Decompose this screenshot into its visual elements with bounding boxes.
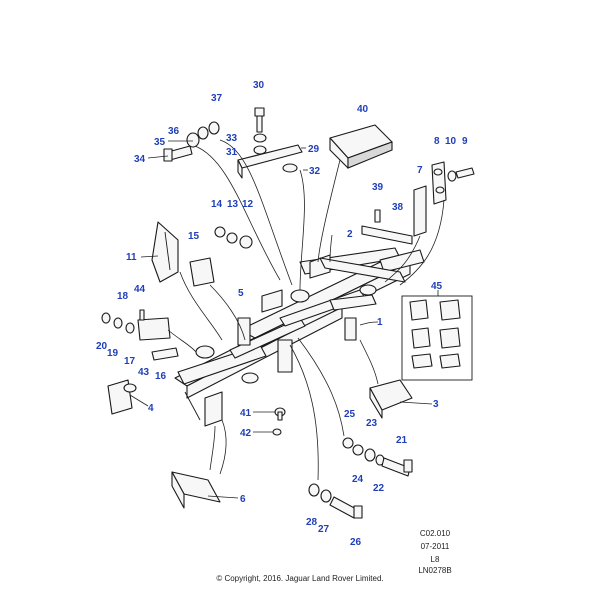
callout-34: 34 — [134, 154, 146, 165]
callout-10: 10 — [445, 136, 457, 147]
callout-43: 43 — [138, 367, 150, 378]
callout-32: 32 — [309, 166, 321, 177]
callout-12: 12 — [242, 199, 254, 210]
callout-2: 2 — [347, 229, 353, 240]
callout-19: 19 — [107, 348, 119, 359]
mount-plate-3 — [369, 379, 413, 419]
leader-lines — [129, 139, 445, 499]
mount-plate-6 — [171, 471, 221, 509]
callout-27: 27 — [318, 524, 330, 535]
callout-17: 17 — [124, 356, 136, 367]
callout-37: 37 — [211, 93, 223, 104]
callout-36: 36 — [168, 126, 180, 137]
hardware-top — [163, 107, 267, 162]
callout-28: 28 — [306, 517, 318, 528]
callout-35: 35 — [154, 137, 166, 148]
upper-bracket — [237, 144, 303, 179]
callout-25: 25 — [344, 409, 356, 420]
callout-20: 20 — [96, 341, 108, 352]
callout-29: 29 — [308, 144, 320, 155]
callout-labels: 1 2 3 4 5 6 7 8 9 10 11 12 13 14 15 16 1… — [96, 80, 468, 548]
left-bracket — [151, 221, 179, 283]
callout-42: 42 — [240, 428, 252, 439]
callout-31: 31 — [226, 147, 238, 158]
model-code: L8 — [430, 555, 440, 564]
revision-date: 07-2011 — [420, 542, 450, 551]
cover-plate — [329, 124, 393, 169]
left-fasteners — [101, 309, 179, 361]
callout-14: 14 — [211, 199, 223, 210]
callout-3: 3 — [433, 399, 439, 410]
callout-38: 38 — [392, 202, 404, 213]
right-bracket-group — [413, 161, 475, 237]
lower-fasteners — [308, 437, 413, 519]
callout-13: 13 — [227, 199, 239, 210]
mount-bracket — [189, 226, 253, 287]
illustration-number: LN0278B — [418, 566, 452, 575]
callout-4: 4 — [148, 403, 154, 414]
callout-15: 15 — [188, 231, 200, 242]
callout-33: 33 — [226, 133, 238, 144]
callout-30: 30 — [253, 80, 265, 91]
callout-22: 22 — [373, 483, 385, 494]
callout-11: 11 — [126, 252, 137, 263]
callout-5: 5 — [238, 288, 244, 299]
front-crossmember — [319, 209, 413, 283]
callout-6: 6 — [240, 494, 246, 505]
callout-24: 24 — [352, 474, 364, 485]
rubber-buffer — [107, 379, 137, 415]
callout-8: 8 — [434, 136, 440, 147]
callout-9: 9 — [462, 136, 468, 147]
reference-code: C02.010 — [419, 529, 451, 538]
callout-18: 18 — [117, 291, 129, 302]
callout-45: 45 — [431, 281, 443, 292]
callout-7: 7 — [417, 165, 423, 176]
callout-21: 21 — [396, 435, 408, 446]
callout-41: 41 — [240, 408, 252, 419]
callout-16: 16 — [155, 371, 167, 382]
callout-44: 44 — [134, 284, 146, 295]
callout-39: 39 — [372, 182, 384, 193]
callout-23: 23 — [366, 418, 378, 429]
copyright-notice: © Copyright, 2016. Jaguar Land Rover Lim… — [216, 574, 384, 583]
callout-1: 1 — [377, 317, 383, 328]
repair-kit-box — [401, 295, 473, 381]
callout-40: 40 — [357, 104, 369, 115]
callout-26: 26 — [350, 537, 362, 548]
